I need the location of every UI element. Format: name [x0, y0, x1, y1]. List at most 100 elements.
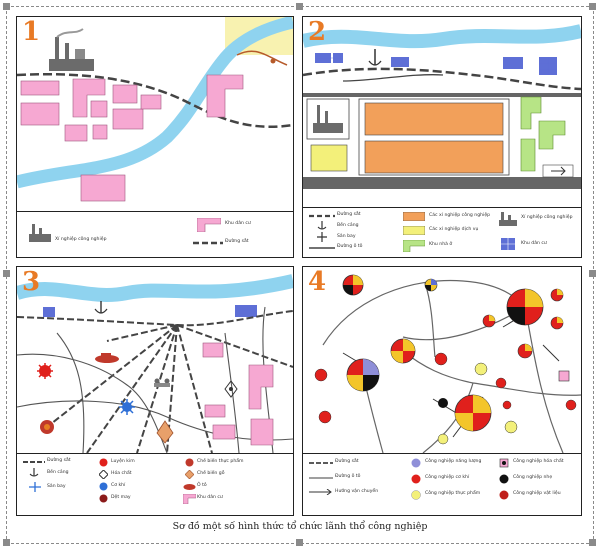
green-zone-icon — [403, 240, 425, 252]
resize-handle[interactable] — [296, 539, 303, 546]
metallurgy-icon — [99, 458, 108, 467]
airport-icon — [29, 482, 41, 492]
legend-label: Xí nghiệp công nghiệp — [55, 237, 107, 242]
resize-handle[interactable] — [3, 270, 10, 277]
legend-label: Khu dân cư — [521, 241, 547, 246]
food-points — [437, 362, 518, 445]
legend-label: Sân bay — [47, 484, 66, 489]
factory-icon — [499, 212, 517, 226]
legend-label: Công nghiệp nhẹ — [513, 475, 553, 480]
river — [303, 24, 581, 49]
legend-label: Đường sắt — [47, 458, 71, 463]
factory-icon — [313, 105, 343, 133]
industrial-node — [342, 274, 364, 296]
river — [17, 274, 293, 302]
industrial-points — [314, 352, 577, 424]
chemistry-icon — [224, 380, 238, 398]
legend-label: Công nghiệp năng lượng — [425, 459, 482, 464]
material-point — [558, 370, 570, 382]
railway — [303, 67, 581, 91]
panel-number: 4 — [308, 267, 327, 297]
darkred-dot-icon — [499, 490, 509, 500]
railway — [17, 72, 293, 129]
industrial-node — [390, 338, 416, 364]
residential-blocks — [20, 74, 244, 202]
industrial-node — [517, 343, 533, 359]
airport-icon — [542, 164, 574, 178]
panel-4-map — [314, 274, 581, 453]
resize-handle[interactable] — [3, 539, 10, 546]
legend-label: Các xí nghiệp công nghiệp — [429, 213, 491, 218]
railway — [17, 310, 293, 453]
legend-label: Bến cảng — [47, 470, 69, 475]
panel-2-map — [303, 24, 581, 189]
industrial-node — [550, 316, 564, 330]
food-icon — [40, 420, 54, 434]
factory-icon — [29, 224, 51, 242]
legend-label: Khu nhà ở — [429, 242, 453, 247]
panel-2-legend: Đường sắt Bến cảng Sân bay Đường ô tô Cá… — [303, 207, 581, 257]
legend-label: Đường sắt — [335, 459, 359, 464]
mechanical-icon — [99, 482, 108, 491]
purple-dot-icon — [411, 458, 421, 468]
legend-label: Hóa chất — [111, 471, 132, 476]
resize-handle[interactable] — [296, 3, 303, 10]
legend-label: Đường sắt — [337, 212, 361, 217]
railway-icon — [309, 462, 333, 464]
legend-label: Công nghiệp thực phẩm — [425, 491, 481, 496]
industrial-zone — [364, 140, 504, 174]
automobile-icon — [95, 353, 119, 363]
legend-label: Đường sắt — [225, 239, 249, 244]
panel-1-legend: Xí nghiệp công nghiệp Khu dân cư Đường s… — [17, 211, 293, 257]
resize-handle[interactable] — [3, 3, 10, 10]
legend-label: Hướng vận chuyển — [335, 489, 379, 494]
mechanical-icon — [119, 399, 135, 415]
industrial-zone — [364, 102, 504, 136]
port-icon — [317, 221, 327, 230]
industrial-node — [482, 314, 496, 328]
wood-icon — [185, 470, 194, 479]
housing-zone — [520, 96, 566, 172]
road-icon — [309, 477, 333, 479]
legend-label: Đường ô tô — [337, 244, 363, 249]
service-zone — [310, 144, 348, 172]
figure-caption: Sơ đồ một số hình thức tổ chức lãnh thổ … — [172, 521, 428, 532]
road — [342, 74, 444, 82]
legend-label: Đường ô tô — [335, 474, 361, 479]
legend-label: Chế biến thực phẩm — [197, 459, 244, 464]
resize-handle[interactable] — [589, 270, 596, 277]
orange-dot-icon — [499, 474, 509, 484]
panel-number: 2 — [308, 17, 327, 47]
panel-industrial-region: 4 Đường sắt Đường ô tô Hướng vận chuyển … — [302, 266, 582, 516]
resize-handle[interactable] — [589, 3, 596, 10]
chemistry-icon — [99, 470, 108, 479]
industrial-node — [424, 278, 438, 292]
legend-label: Sân bay — [337, 234, 356, 239]
panel-3-legend: Đường sắt Bến cảng Sân bay Luyện kim Hóa… — [17, 453, 293, 515]
panel-1-map — [17, 17, 293, 202]
industrial-node — [454, 394, 492, 432]
legend-label: Khu dân cư — [197, 495, 223, 500]
road-band — [303, 93, 581, 97]
river — [17, 17, 293, 189]
factory-icon — [49, 28, 94, 71]
textile-icon — [99, 494, 108, 503]
panel-industrial-zone: 2 Đường sắt Bến cảng Sân bay Đường ô tô … — [302, 16, 582, 258]
pink-block-icon — [197, 218, 221, 232]
industrial-node — [506, 288, 544, 326]
legend-label: Luyện kim — [111, 459, 135, 464]
panel-industrial-center: 3 Đường sắt Bến cảng Sân bay Luyện kim H… — [16, 266, 294, 516]
food-icon — [185, 458, 194, 467]
airport-icon — [317, 232, 327, 242]
legend-label: Bến cảng — [337, 223, 359, 228]
railway-icon — [23, 461, 45, 463]
railway-icon — [193, 241, 223, 245]
legend-label: Công nghiệp vật liệu — [513, 491, 561, 496]
resize-handle[interactable] — [589, 539, 596, 546]
railway-icon — [309, 214, 335, 218]
legend-label: Các xí nghiệp dịch vụ — [429, 227, 479, 232]
panel-number: 3 — [22, 267, 41, 297]
legend-label: Chế biến gỗ — [197, 471, 225, 476]
blue-block-icon — [501, 238, 515, 250]
automobile-icon — [183, 484, 196, 490]
